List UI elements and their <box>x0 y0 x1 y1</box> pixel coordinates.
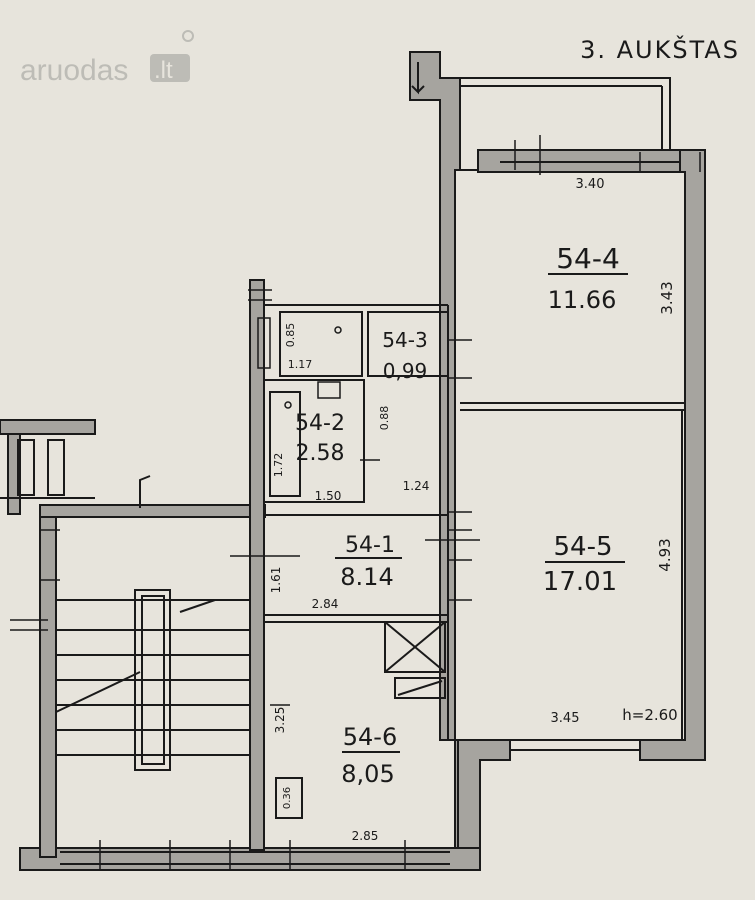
toilet-icon <box>334 326 342 334</box>
left-balcony-wall <box>0 419 96 435</box>
ceiling-height: h=2.60 <box>622 706 677 724</box>
entry-arrow-icon <box>411 62 425 95</box>
walls <box>0 51 706 871</box>
room-54-5-area: 17.01 <box>543 567 617 597</box>
left-balcony-box <box>47 439 65 496</box>
stair-left-wall <box>39 511 57 858</box>
dim-room4-depth: 3.43 <box>658 281 676 314</box>
dim-room4-width: 3.40 <box>576 177 605 192</box>
radiator-icon <box>257 317 271 369</box>
watermark-logo: aruodas .lt <box>20 30 194 87</box>
dim-room5-depth: 4.93 <box>656 538 674 571</box>
dim-room5-width: 3.45 <box>551 711 580 726</box>
dim-hall-depth: 1.61 <box>269 567 283 594</box>
chimney-box <box>275 777 303 819</box>
room-54-6-id: 54-6 <box>343 723 397 751</box>
bathroom-block-wall <box>249 279 265 851</box>
dim-wc-depth: 0.85 <box>284 323 297 348</box>
stair-arrow <box>55 671 141 713</box>
fixtures <box>257 317 342 409</box>
watermark-house-icon <box>150 54 190 82</box>
vent-shaft <box>384 621 446 673</box>
room-54-2-id: 54-2 <box>295 411 345 436</box>
vent-shaft-x2 <box>384 621 446 673</box>
dim-bath-width: 1.50 <box>315 489 342 503</box>
room-54-4-area: 11.66 <box>548 286 617 314</box>
stair-arrow-2 <box>179 599 216 613</box>
room-54-6-area: 8,05 <box>341 760 394 788</box>
dim-bath-inner: 0.88 <box>378 406 391 431</box>
dim-room6-width: 2.85 <box>352 829 379 843</box>
dim-room6-depth: 3.25 <box>273 707 287 734</box>
bottom-right-wall <box>457 739 511 866</box>
left-balcony-box <box>17 439 35 496</box>
room-54-3-id: 54-3 <box>382 328 427 352</box>
watermark-smoke-icon <box>182 30 194 42</box>
door-marker <box>139 475 151 508</box>
sink-icon <box>317 381 341 399</box>
floor-title: 3. AUKŠTAS <box>580 34 740 64</box>
dim-wc-width: 1.17 <box>288 358 313 371</box>
top-balcony-rail <box>460 77 671 150</box>
bathtub-icon <box>269 391 301 497</box>
stairwell <box>55 599 251 849</box>
tick-marks <box>10 135 701 870</box>
room-54-3-area: 0,99 <box>383 359 428 383</box>
room-labels: 54-4 11.66 54-3 0,99 54-2 2.58 54-1 8.14… <box>295 242 628 788</box>
dim-room1-width: 2.84 <box>312 597 339 611</box>
right-exterior-wall <box>639 149 706 761</box>
wc-room <box>279 311 363 377</box>
room-54-1-id: 54-1 <box>345 533 395 558</box>
room-54-5-id: 54-5 <box>553 532 612 562</box>
watermark-tld: .lt <box>154 57 173 84</box>
room-54-2-area: 2.58 <box>296 441 345 466</box>
dimension-labels: 3.40 3.43 3.45 4.93 h=2.60 1.17 0.85 1.5… <box>269 177 678 843</box>
corridor-top-wall <box>39 504 266 518</box>
dim-chimney: 0.36 <box>282 787 293 809</box>
dim-bath-depth: 1.72 <box>272 453 285 478</box>
room-54-4-id: 54-4 <box>556 242 620 275</box>
watermark-brand: aruodas <box>20 54 128 87</box>
vent-shaft-small <box>394 677 446 699</box>
room-54-1-area: 8.14 <box>340 563 393 591</box>
interior-lines <box>0 62 685 865</box>
dim-hall-width: 1.24 <box>403 479 430 493</box>
drain-icon <box>284 401 292 409</box>
vent-small-diag <box>397 680 443 696</box>
